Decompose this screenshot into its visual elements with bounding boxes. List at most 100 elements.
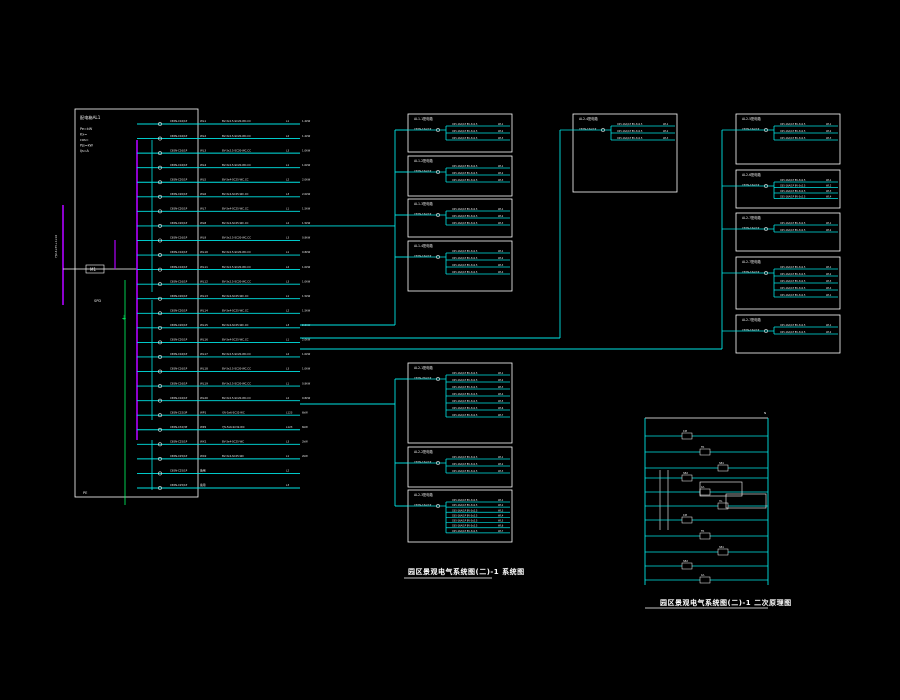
sub-panel-title: AL2-4配电箱 — [579, 116, 599, 121]
feeder-cable-label: BV-3x2.5-SC20-WC.CC — [222, 134, 251, 138]
main-panel-frame — [74, 108, 199, 498]
feeder-circuit-label: WL1 — [200, 119, 206, 123]
feeder-load-label: 1.2kW — [302, 134, 311, 138]
feeder-phase-label: L2 — [286, 308, 289, 312]
feeder-breaker-symbol — [158, 122, 162, 126]
feeder-load-label: 0.8kW — [302, 236, 311, 240]
feeder-load-label: 2.0kW — [302, 192, 311, 196]
feeder-cable-label: BV-3x4-SC25-WC.CC — [222, 192, 249, 196]
sub-panel-row-cable: C65-16A/1P BV-3x2.5 — [452, 172, 478, 175]
sub-panel-row-circuit: WL1 — [826, 222, 832, 225]
sub-panel-row-circuit: WL1 — [826, 294, 832, 297]
sub-panel-row-cable: C65-16A/1P BV-3x2.5 — [452, 264, 478, 267]
sub-panel-title: AL2-1配电箱 — [414, 365, 434, 370]
feeder-cable-label: BV-3x4-SC25-WC — [222, 454, 244, 458]
ctrl-device — [699, 532, 711, 540]
sub-panel-main-breaker: C65N-20A/1P — [414, 376, 432, 380]
sub-panel-row-cable: C65-16A/1P BV-3x2.5 — [452, 400, 478, 403]
sub-panel-row-cable: C65-16A/1P BV-3x2.5 — [452, 509, 478, 512]
sub-panel-title: AL1-4配电箱 — [414, 243, 434, 248]
sub-panel-frame — [735, 314, 841, 354]
feeder-circuit-label: WL8 — [200, 221, 206, 225]
sub-panel-frame — [407, 489, 513, 543]
feeder-phase-label: L3 — [286, 192, 289, 196]
ctrl-device-label: HL — [719, 499, 723, 503]
main-breaker-label: M1 — [90, 267, 96, 272]
sub-panel-frame — [407, 198, 513, 238]
ctrl-device-label: KM — [683, 429, 687, 433]
sub-panel-row-cable: C65-16A/1P BV-3x2.5 — [452, 179, 478, 182]
sub-panel-row-circuit: WL2 — [498, 172, 504, 175]
main-breaker-box — [85, 264, 105, 274]
sub-panel-row-circuit: WL1 — [498, 123, 504, 126]
sub-panel-row-circuit: WL1 — [498, 456, 504, 459]
feeder-phase-label: L3 — [286, 483, 289, 487]
sub-panel-row-circuit: WL1 — [663, 123, 669, 126]
feeder-cable-label: BV-3x4-SC25-WC.CC — [222, 207, 249, 211]
feeder-circuit-label: WL2 — [200, 134, 206, 138]
feeder-breaker-symbol — [158, 151, 162, 156]
sub-panel-row-circuit: WL3 — [826, 190, 832, 193]
main-panel-info: Pjs=kW — [80, 144, 94, 148]
feeder-breaker-label: C65N-C16/1P — [170, 367, 188, 371]
feeder-load-label: 1.2kW — [302, 119, 311, 123]
sub-panel-frame — [407, 240, 513, 292]
feeder-phase-label: L1 — [286, 163, 289, 167]
sub-panel-row-cable: C65-16A/1P BV-3x2.5 — [452, 393, 478, 396]
feeder-phase-label: L1 — [286, 250, 289, 254]
sub-panel-row-cable: C65-16A/1P BV-3x2.5 — [452, 250, 478, 253]
sub-panel-row-cable: C65-16A/1P BV-3x2.5 — [780, 222, 806, 225]
sub-panel-row-cable: C65-16A/1P BV-3x2.5 — [452, 530, 478, 533]
sub-panel-main-breaker: C65N-16A/1P — [742, 328, 760, 332]
feeder-load-label: 2kW — [302, 440, 308, 444]
sub-panel-row-circuit: WL3 — [826, 280, 832, 283]
feeder-load-label: 2kW — [302, 454, 308, 458]
sub-panel-row-circuit: WL1 — [498, 372, 504, 375]
feeder-circuit-label: WX1 — [200, 440, 207, 444]
ctrl-device — [681, 432, 693, 440]
ctrl-device-label: KA — [701, 485, 705, 489]
sub-panel-row-cable: C65-16A/1P BV-3x2.5 — [780, 185, 806, 188]
sub-panel-row-circuit: WL6 — [498, 407, 504, 410]
feeder-breaker-symbol — [158, 296, 162, 301]
feeder-breaker-symbol — [158, 456, 162, 461]
feeder-breaker-symbol — [158, 340, 162, 345]
ctrl-device-label: SB1 — [719, 461, 724, 465]
feeder-breaker-label: C65N-C25/1P — [170, 440, 188, 444]
sub-panel-title: AL1-1配电箱 — [414, 116, 434, 121]
feeder-breaker-symbol — [158, 398, 162, 403]
sub-panel-breaker-symbol — [436, 170, 440, 174]
feeder-circuit-label: WP1 — [200, 410, 206, 414]
ctrl-relay-block-2 — [725, 493, 767, 509]
feeder-breaker-label: C65N-C20/1P — [170, 294, 188, 298]
feeder-circuit-label: 备用 — [200, 469, 206, 473]
sub-panel-frame — [735, 256, 841, 310]
feeder-cable-label: BV-3x2.5-SC20-WC.CC — [222, 367, 251, 371]
feeder-load-label: 0.8kW — [302, 381, 311, 385]
sub-panel-row-cable: C65-16A/1P BV-3x2.5 — [780, 190, 806, 193]
sub-panel-frame — [735, 169, 841, 209]
sub-panel-frame — [735, 113, 841, 165]
ctrl-device — [717, 502, 729, 510]
ground-icon: ⏚ — [121, 315, 127, 322]
feeder-breaker-symbol — [158, 442, 162, 447]
sub-panel-row-circuit: WL3 — [826, 137, 832, 140]
sub-panel-row-circuit: WL2 — [498, 130, 504, 133]
sub-panel-row-circuit: WL3 — [498, 137, 504, 140]
main-panel-info: Kx= — [80, 133, 87, 137]
sub-panel-row-cable: C65-16A/1P BV-3x2.5 — [780, 130, 806, 133]
sub-panel-row-circuit: WL1 — [826, 123, 832, 126]
feeder-circuit-label: WL13 — [200, 294, 208, 298]
feeder-breaker-label: C65N-C16/1P — [170, 381, 188, 385]
feeder-phase-label: L2 — [286, 396, 289, 400]
ctrl-device-label: KA — [701, 573, 705, 577]
feeder-circuit-label: 备用 — [200, 483, 206, 487]
feeder-breaker-symbol — [158, 209, 162, 214]
sub-panel-title: AL1-2配电箱 — [414, 158, 434, 163]
